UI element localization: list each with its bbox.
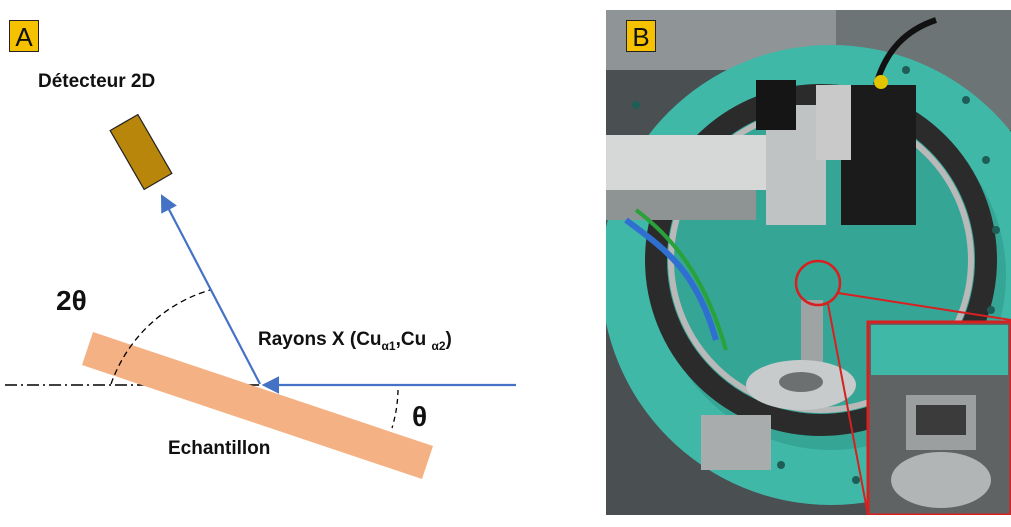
two-theta-arc [110, 289, 211, 385]
diffracted-beam [160, 194, 261, 385]
motor-cylinder [701, 415, 771, 470]
detector-label: Détecteur 2D [38, 71, 155, 92]
xray-label-suffix: ) [446, 329, 452, 350]
xray-label-mid: ,Cu [396, 329, 432, 350]
sample-stage-column [801, 300, 823, 370]
two-theta-label: 2θ [56, 285, 87, 316]
xray-label-sub1: α1 [382, 339, 396, 353]
panel-a-label: A [9, 20, 39, 52]
zoom-line-top [837, 292, 1011, 321]
detector-cable [873, 17, 937, 86]
panel-b-label: B [626, 20, 656, 52]
xray-label-sub2: α2 [431, 339, 445, 353]
theta-arc [391, 389, 399, 429]
blue-cables [624, 217, 719, 341]
sample-slab [82, 332, 433, 479]
green-cable [634, 208, 728, 351]
zoom-line-bottom [827, 303, 869, 515]
xray-label-prefix: Rayons X (Cu [258, 329, 382, 350]
instrument-photo [606, 10, 1011, 515]
detector-2d-box [109, 113, 173, 191]
black-detector-box [841, 85, 916, 225]
black-clamp [756, 80, 796, 130]
arm-shadow [606, 190, 756, 220]
zoom-inset [866, 320, 1011, 515]
disc-bolt-holes [622, 66, 1000, 484]
cable-connector-yellow [874, 75, 888, 89]
sample-stage-hole [779, 372, 823, 392]
sample-label: Echantillon [168, 438, 270, 459]
sample-highlight-circle [794, 259, 842, 307]
xray-label: Rayons X (Cuα1,Cu α2) [258, 329, 452, 353]
diffraction-schematic: Détecteur 2D 2θ θ Echantillon Rayons X (… [5, 71, 516, 479]
theta-label: θ [412, 401, 427, 432]
grey-clamp [816, 85, 851, 160]
